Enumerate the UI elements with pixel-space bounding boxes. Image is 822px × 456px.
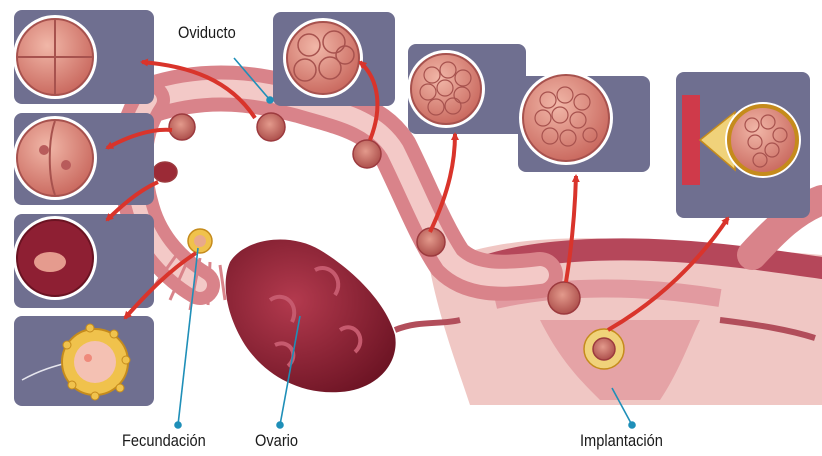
label-oviduct: Oviducto xyxy=(178,23,236,43)
label-implantation: Implantación xyxy=(580,431,663,451)
panel-blastocyst xyxy=(518,71,650,172)
label-fertilization: Fecundación xyxy=(122,431,206,451)
panel-four-cell xyxy=(13,10,154,104)
label-ovary: Ovario xyxy=(255,431,298,451)
ovary xyxy=(226,240,396,393)
panel-two-cell xyxy=(13,113,154,205)
panel-morula xyxy=(407,44,526,134)
panel-implanting-blastocyst xyxy=(676,72,810,218)
panel-zygote xyxy=(13,214,154,308)
panel-oocyte xyxy=(14,316,154,406)
